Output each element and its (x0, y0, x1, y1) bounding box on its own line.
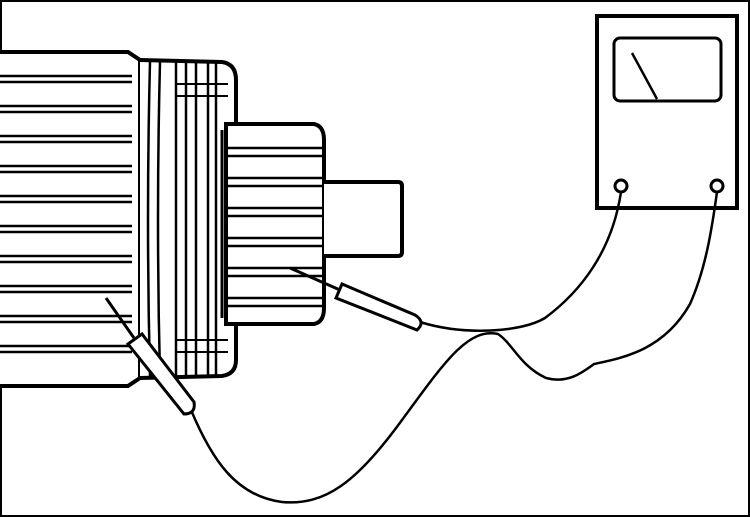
probe-tip (289, 266, 341, 292)
probe-handle (334, 282, 423, 332)
core-slots (0, 74, 132, 354)
test-lead-wires (189, 191, 719, 504)
meter-dial-window (612, 36, 723, 103)
ring-band-stripes (176, 83, 228, 353)
meter-terminal-left (613, 178, 629, 194)
ohmmeter (595, 14, 739, 210)
commutator (220, 122, 326, 326)
meter-terminal-right (709, 178, 725, 194)
meter-needle (630, 52, 659, 100)
probe-on-commutator (289, 266, 423, 332)
wire-commutator-probe (419, 191, 623, 332)
ring-ribs (146, 61, 218, 377)
winding-end-ring (139, 58, 238, 380)
armature-core (0, 50, 142, 388)
probe-handle (125, 331, 196, 416)
probe-tip (104, 297, 136, 339)
probe-on-core (104, 297, 196, 416)
wire-core-probe (189, 191, 719, 504)
shaft (324, 180, 404, 258)
